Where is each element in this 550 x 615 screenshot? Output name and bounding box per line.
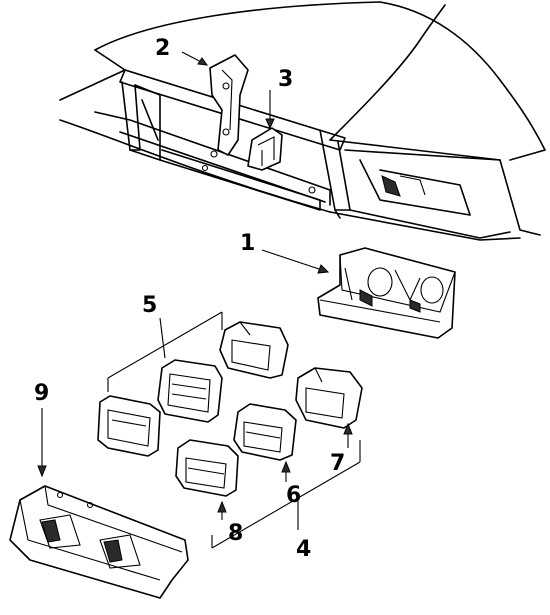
lamp-bezel-7 <box>295 367 363 429</box>
sealed-beam-8 <box>175 439 239 497</box>
callout-3: 3 <box>278 67 293 92</box>
callout-6: 6 <box>286 483 301 508</box>
callout-8: 8 <box>228 521 243 546</box>
lamp-small-left <box>97 395 161 457</box>
part-9-support-panel <box>9 485 189 599</box>
callout-labels: 1 2 3 4 5 6 7 8 9 <box>34 36 345 562</box>
sealed-beam-5 <box>157 359 223 423</box>
vehicle-front-structure <box>59 1 546 241</box>
leader-lines <box>37 51 361 549</box>
sealed-beam-6 <box>233 403 297 461</box>
callout-2: 2 <box>155 36 170 61</box>
callout-4: 4 <box>296 537 311 562</box>
callout-7: 7 <box>330 451 345 476</box>
callout-9: 9 <box>34 381 49 406</box>
callout-1: 1 <box>240 231 255 256</box>
part-3-bracket <box>247 127 283 171</box>
part-2-bracket <box>209 54 249 156</box>
lamp-bezel-upper <box>219 321 289 379</box>
callout-5: 5 <box>142 293 157 318</box>
part-1-headlamp-housing <box>317 247 456 339</box>
